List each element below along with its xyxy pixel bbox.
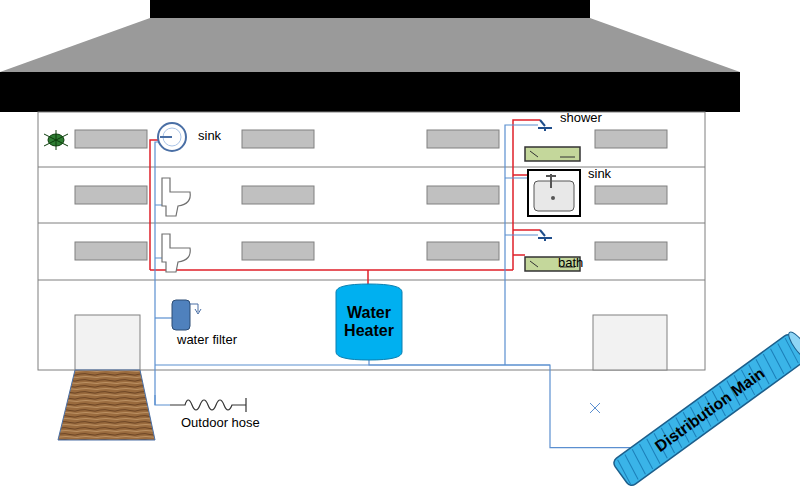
fixture-label: sink [198,129,221,143]
fixture-label: Outdoor hose [181,416,260,430]
fixture-label: shower [560,111,602,125]
fixture-label: sink [588,167,611,181]
fixture-label: bath [558,256,583,270]
water-service-line [369,360,631,448]
fixture-label: water filter [177,333,237,347]
water-heater-tank: Water Heater [336,284,402,360]
